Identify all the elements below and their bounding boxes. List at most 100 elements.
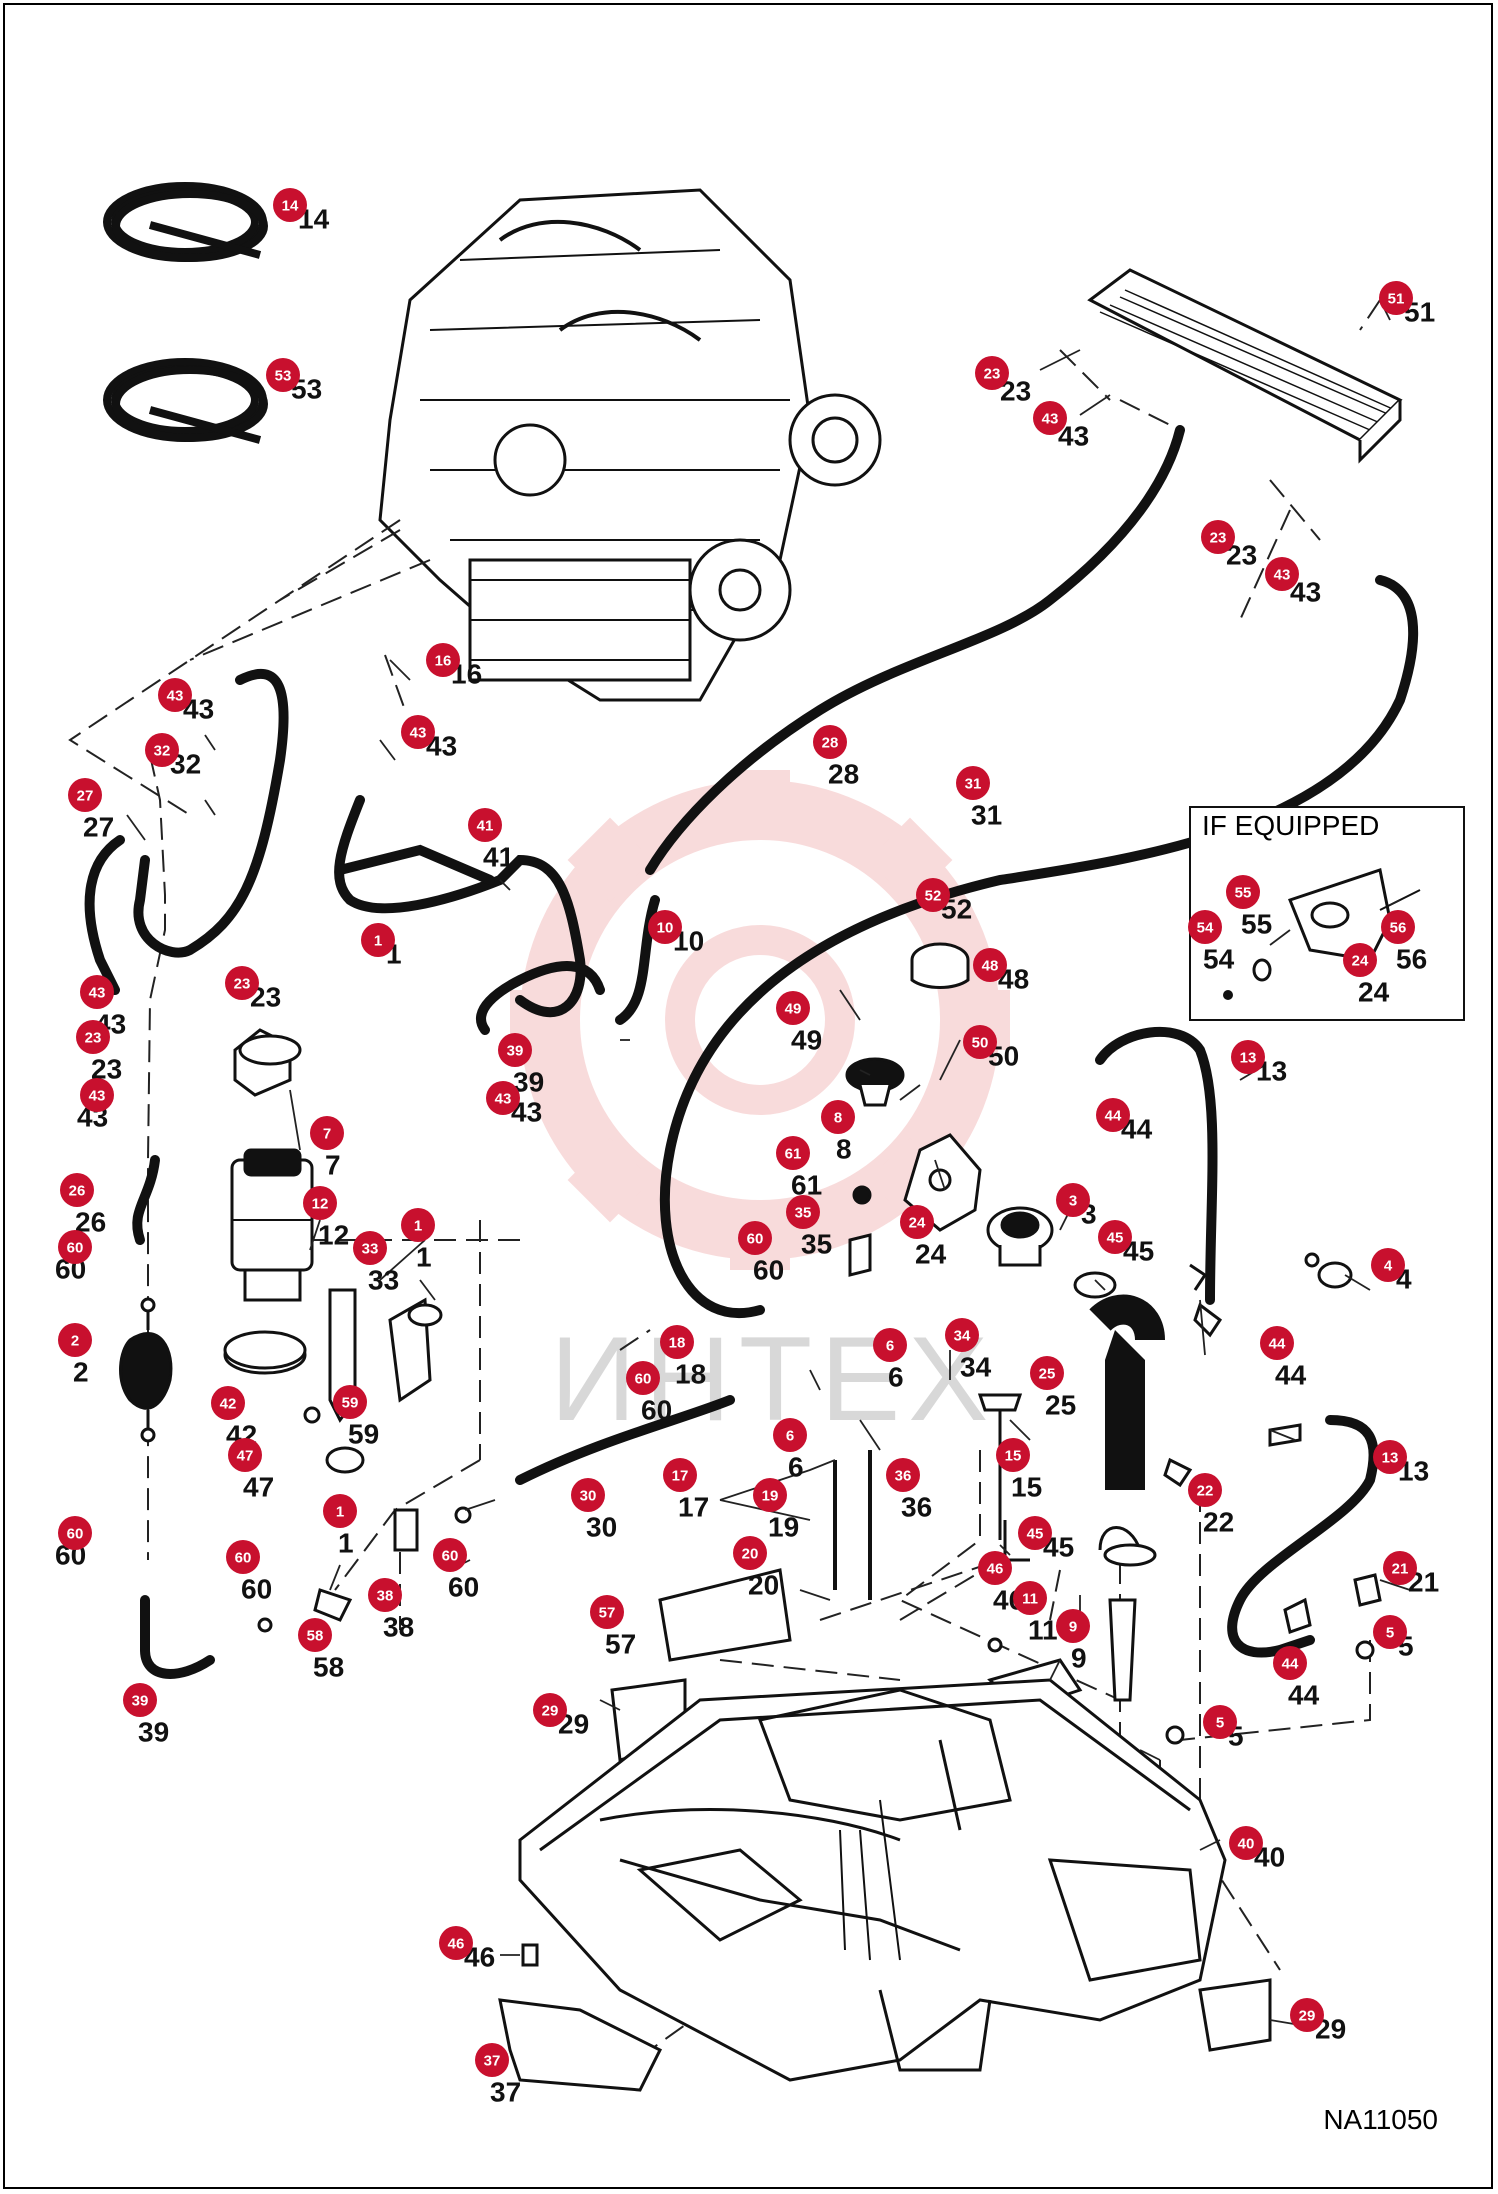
callout-6[interactable]: 66 xyxy=(873,1328,907,1393)
callout-badge xyxy=(1371,1248,1405,1282)
callout-badge-number: 60 xyxy=(67,1526,84,1543)
callout-5[interactable]: 55 xyxy=(1203,1705,1244,1752)
callout-badge xyxy=(738,1221,772,1255)
callout-badge-number: 10 xyxy=(657,920,674,937)
callout-3[interactable]: 33 xyxy=(1056,1183,1097,1230)
callout-6[interactable]: 66 xyxy=(773,1418,807,1483)
callout-badge-number: 27 xyxy=(77,788,94,805)
callout-8[interactable]: 88 xyxy=(821,1100,855,1165)
callout-badge-number: 45 xyxy=(1027,1526,1044,1543)
callout-badge xyxy=(813,725,847,759)
callout-1[interactable]: 11 xyxy=(323,1494,357,1559)
callout-1[interactable]: 11 xyxy=(361,923,402,970)
callout-9[interactable]: 99 xyxy=(1056,1609,1090,1674)
callout-5[interactable]: 55 xyxy=(1373,1615,1414,1662)
callout-part-number: 60 xyxy=(448,1572,479,1603)
callout-part-number: 38 xyxy=(383,1612,414,1643)
callout-4[interactable]: 44 xyxy=(1371,1248,1412,1295)
callout-7[interactable]: 77 xyxy=(310,1116,344,1181)
callout-badge xyxy=(1226,875,1260,909)
callout-badge-number: 15 xyxy=(1005,1448,1022,1465)
callout-part-number: 8 xyxy=(836,1134,852,1165)
callout-badge xyxy=(626,1361,660,1395)
callout-badge xyxy=(1098,1220,1132,1254)
callout-badge xyxy=(956,766,990,800)
callout-2[interactable]: 22 xyxy=(58,1323,92,1388)
callout-1[interactable]: 11 xyxy=(401,1208,435,1273)
callout-badge xyxy=(1265,557,1299,591)
